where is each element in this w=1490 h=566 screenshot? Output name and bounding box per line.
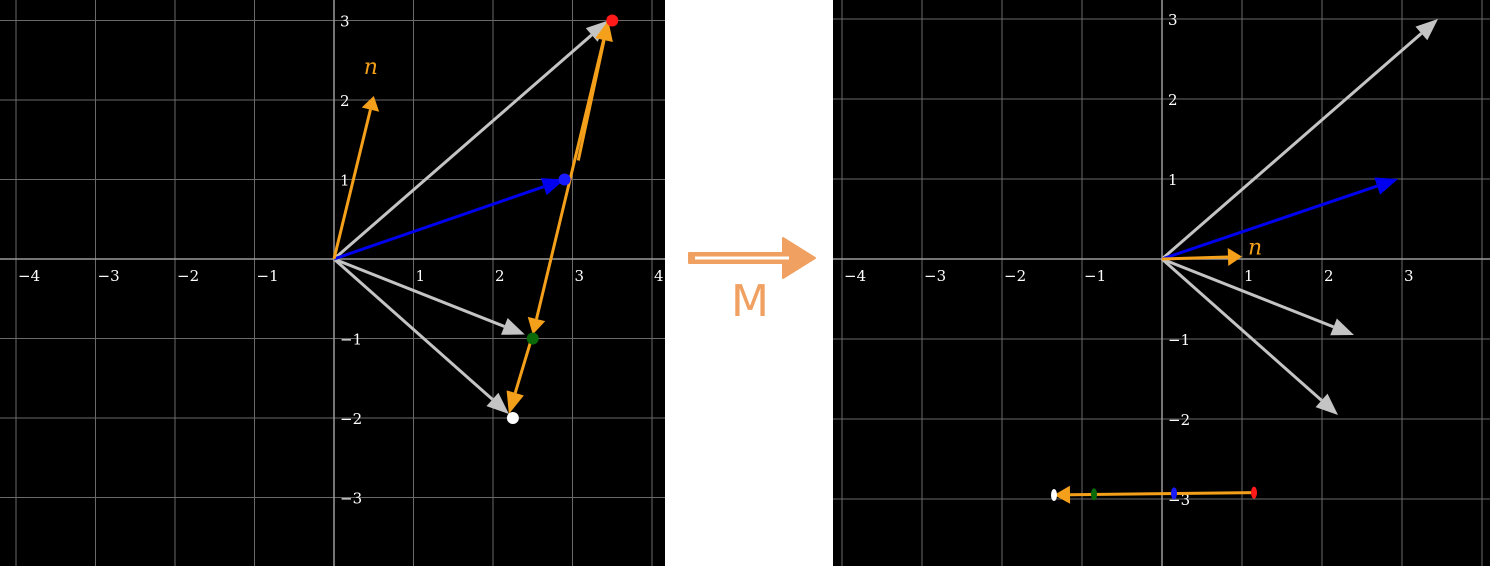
- x-tick-label: −4: [18, 267, 40, 285]
- gray-vector-head: [1315, 393, 1338, 415]
- image-point: [1091, 488, 1097, 501]
- normal-vector-label: n: [364, 55, 378, 80]
- y-tick-label: −2: [340, 410, 362, 428]
- before-plane-canvas: −4 −3 −2 −1 1 2 3 4 3 2 1 −1 −2 −3 n: [0, 0, 665, 566]
- transform-arrow-icon: [688, 237, 816, 279]
- x-tick-label: 1: [1244, 267, 1254, 285]
- blue-vector-head: [1374, 177, 1398, 195]
- transform-label: M: [731, 276, 769, 327]
- x-tick-label: −4: [844, 267, 866, 285]
- gray-vector-head: [501, 318, 525, 335]
- gray-vector-shaft: [333, 257, 494, 401]
- data-point: [506, 412, 519, 424]
- image-point: [1251, 486, 1257, 499]
- gray-vector-head: [1330, 318, 1354, 336]
- orange-path-segment-head: [1054, 485, 1071, 504]
- normal-vector-label: n: [1248, 236, 1262, 261]
- gray-vector-shaft: [1161, 257, 1323, 402]
- normal-vector-shaft: [1161, 255, 1229, 261]
- y-tick-label: 1: [1168, 171, 1178, 189]
- blue-vector-shaft: [1161, 184, 1378, 261]
- y-tick-label: −3: [340, 490, 362, 508]
- x-tick-label: 3: [575, 267, 585, 285]
- y-tick-label: 3: [340, 13, 350, 31]
- x-tick-label: 4: [654, 267, 664, 285]
- y-tick-label: −1: [1168, 331, 1190, 349]
- y-tick-label: −1: [340, 331, 362, 349]
- normal-vector-head: [361, 96, 380, 112]
- data-point: [606, 14, 619, 27]
- data-point: [526, 332, 539, 345]
- blue-vector-head: [540, 178, 565, 196]
- x-tick-label: 2: [495, 267, 505, 285]
- y-tick-label: −2: [1168, 411, 1190, 429]
- orange-path-upward-shaft: [576, 39, 606, 161]
- y-tick-label: 1: [340, 172, 350, 190]
- y-tick-label: 3: [1168, 11, 1178, 29]
- normal-vector-shaft: [332, 109, 372, 260]
- gray-vector-head: [486, 392, 509, 415]
- x-tick-label: −2: [1004, 267, 1026, 285]
- y-tick-label: 2: [340, 92, 350, 110]
- orange-path-upward-head: [595, 20, 613, 42]
- gray-vector-head: [1415, 19, 1438, 41]
- x-tick-label: −2: [177, 267, 199, 285]
- normal-vector-head: [1227, 248, 1242, 267]
- orange-path-segment-head: [506, 390, 524, 415]
- x-tick-label: 1: [416, 267, 426, 285]
- y-tick-label: 2: [1168, 91, 1178, 109]
- orange-path-segment-shaft: [1069, 491, 1255, 497]
- orange-path-segment-head: [527, 316, 546, 335]
- x-tick-label: −1: [257, 267, 279, 285]
- x-tick-label: −3: [98, 267, 120, 285]
- image-point: [1051, 489, 1057, 501]
- x-tick-label: 3: [1404, 267, 1414, 285]
- before-plane: −4 −3 −2 −1 1 2 3 4 3 2 1 −1 −2 −3 n: [0, 0, 665, 566]
- gray-vector-shaft: [1161, 257, 1335, 329]
- data-point: [558, 173, 571, 186]
- x-tick-label: 2: [1324, 267, 1334, 285]
- gray-vector-shaft: [333, 33, 593, 261]
- orange-path-segment-shaft: [513, 334, 535, 394]
- gray-vector-head: [585, 20, 609, 42]
- x-tick-label: −1: [1084, 267, 1106, 285]
- gray-vector-shaft: [333, 257, 505, 328]
- x-tick-label: −3: [924, 267, 946, 285]
- blue-vector-shaft: [333, 185, 545, 261]
- image-point: [1171, 487, 1177, 500]
- gray-vector-shaft: [1161, 32, 1423, 261]
